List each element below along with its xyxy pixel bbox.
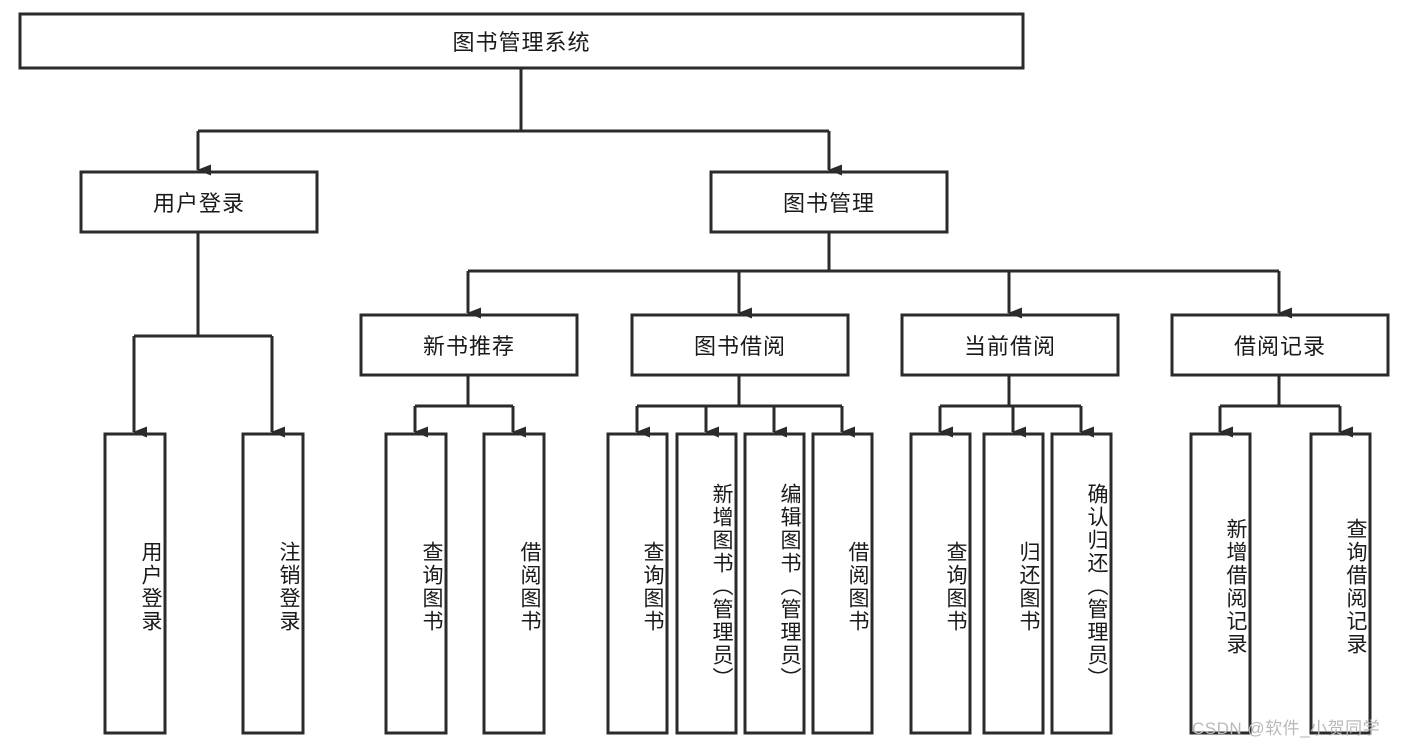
node-level3-box[interactable] [900,313,1120,377]
node-leaf-box[interactable] [675,432,738,735]
csdn-watermark: CSDN @软件_小贺同学 [1192,719,1381,738]
node-leaf-box[interactable] [743,432,806,735]
node-leaf-box[interactable] [103,432,167,735]
node-leaf-box[interactable] [241,432,305,735]
node-leaf-box[interactable] [909,432,972,735]
node-root-box[interactable] [18,12,1025,70]
node-level3-box[interactable] [630,313,850,377]
node-leaf-box[interactable] [1189,432,1252,735]
connector-lines-layer [132,68,1353,438]
node-leaf-box[interactable] [982,432,1045,735]
node-level3-box[interactable] [1170,313,1390,377]
node-level2-box[interactable] [79,170,319,234]
node-level2-box[interactable] [709,170,949,234]
node-leaf-box[interactable] [1050,432,1113,735]
node-leaf-box[interactable] [482,432,546,735]
node-leaf-box[interactable] [384,432,448,735]
node-leaf-box[interactable] [606,432,669,735]
node-rectangles-layer [18,12,1390,735]
node-leaf-box[interactable] [1309,432,1372,735]
node-leaf-box[interactable] [811,432,874,735]
node-level3-box[interactable] [359,313,579,377]
